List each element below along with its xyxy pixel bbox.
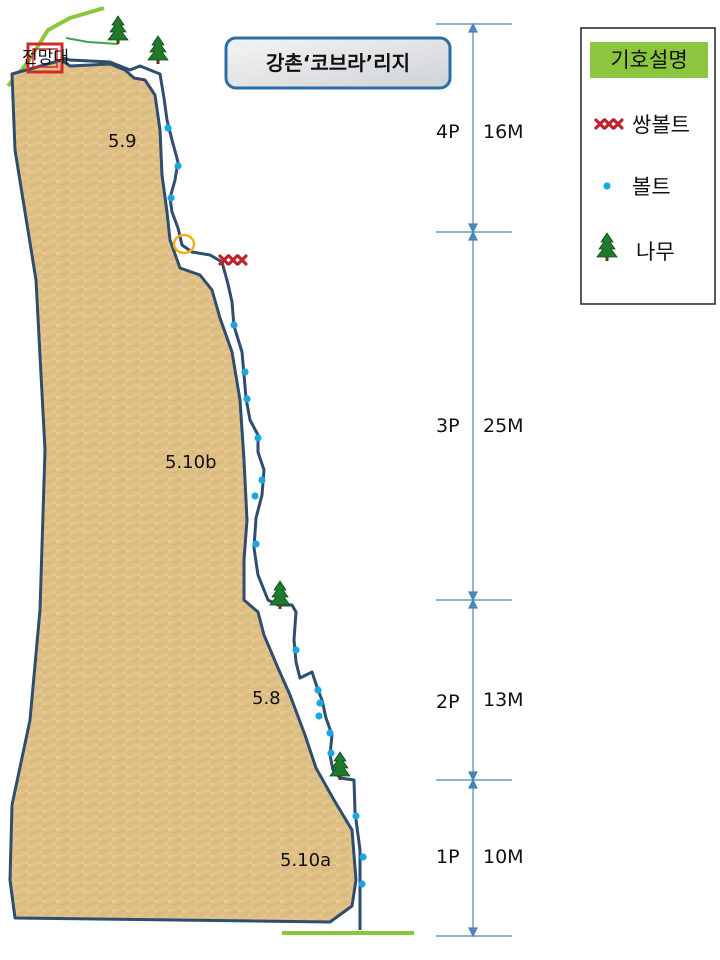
legend-bolt-icon <box>603 182 611 190</box>
summit-marker <box>26 42 64 74</box>
tree-icon <box>269 580 291 610</box>
legend: 기호설명 쌍볼트 볼트 나무 <box>580 27 716 305</box>
pitch-length-3: 25M <box>483 415 524 437</box>
bolt <box>352 812 360 820</box>
summit-label: 전망대 <box>22 48 69 68</box>
pitch-length-2: 13M <box>483 689 524 711</box>
legend-tree-label: 나무 <box>636 240 675 264</box>
bolt <box>326 729 334 737</box>
grade-pitch-2: 5.8 <box>252 688 281 709</box>
double-bolt-anchor <box>218 254 248 266</box>
pitch-length-4: 16M <box>483 121 524 143</box>
pitch-label-3: 3P <box>436 415 460 437</box>
pitch-label-1: 1P <box>436 846 460 868</box>
bolt <box>258 476 266 484</box>
summit-ridge-line <box>65 37 119 45</box>
legend-header: 기호설명 <box>610 48 687 72</box>
pitch-label-2: 2P <box>436 691 460 713</box>
legend-double-bolt-label: 쌍볼트 <box>632 113 690 137</box>
bolt <box>164 124 172 132</box>
tree-icon <box>107 15 129 45</box>
pitch-label-4: 4P <box>436 121 460 143</box>
bolt <box>252 540 260 548</box>
bolt <box>358 880 366 888</box>
legend-header-bg <box>590 42 708 78</box>
bolt <box>251 492 259 500</box>
bolt <box>315 712 323 720</box>
rock-face <box>8 58 358 924</box>
bolt <box>327 749 335 757</box>
sling-loop <box>172 233 196 255</box>
legend-bolt-label: 볼트 <box>632 175 671 199</box>
bolt <box>316 699 324 707</box>
title-box <box>224 36 452 90</box>
bolt <box>243 395 251 403</box>
grade-pitch-4: 5.9 <box>108 131 137 152</box>
pitch-dimension-scale <box>436 22 512 938</box>
tree-icon <box>329 751 351 781</box>
diagram-title: 강촌‘코브라’리지 <box>266 51 410 75</box>
grade-pitch-3: 5.10b <box>165 452 217 473</box>
tree-icon <box>147 35 169 65</box>
bolt <box>292 646 300 654</box>
bolt <box>254 434 262 442</box>
bolt <box>167 194 175 202</box>
pitch-length-1: 10M <box>483 846 524 868</box>
bolt-group <box>164 124 367 888</box>
bolt <box>241 368 249 376</box>
bolt <box>174 162 182 170</box>
bolt <box>359 853 367 861</box>
grade-pitch-1: 5.10a <box>280 850 331 871</box>
bolt <box>230 321 238 329</box>
bolt <box>314 686 322 694</box>
